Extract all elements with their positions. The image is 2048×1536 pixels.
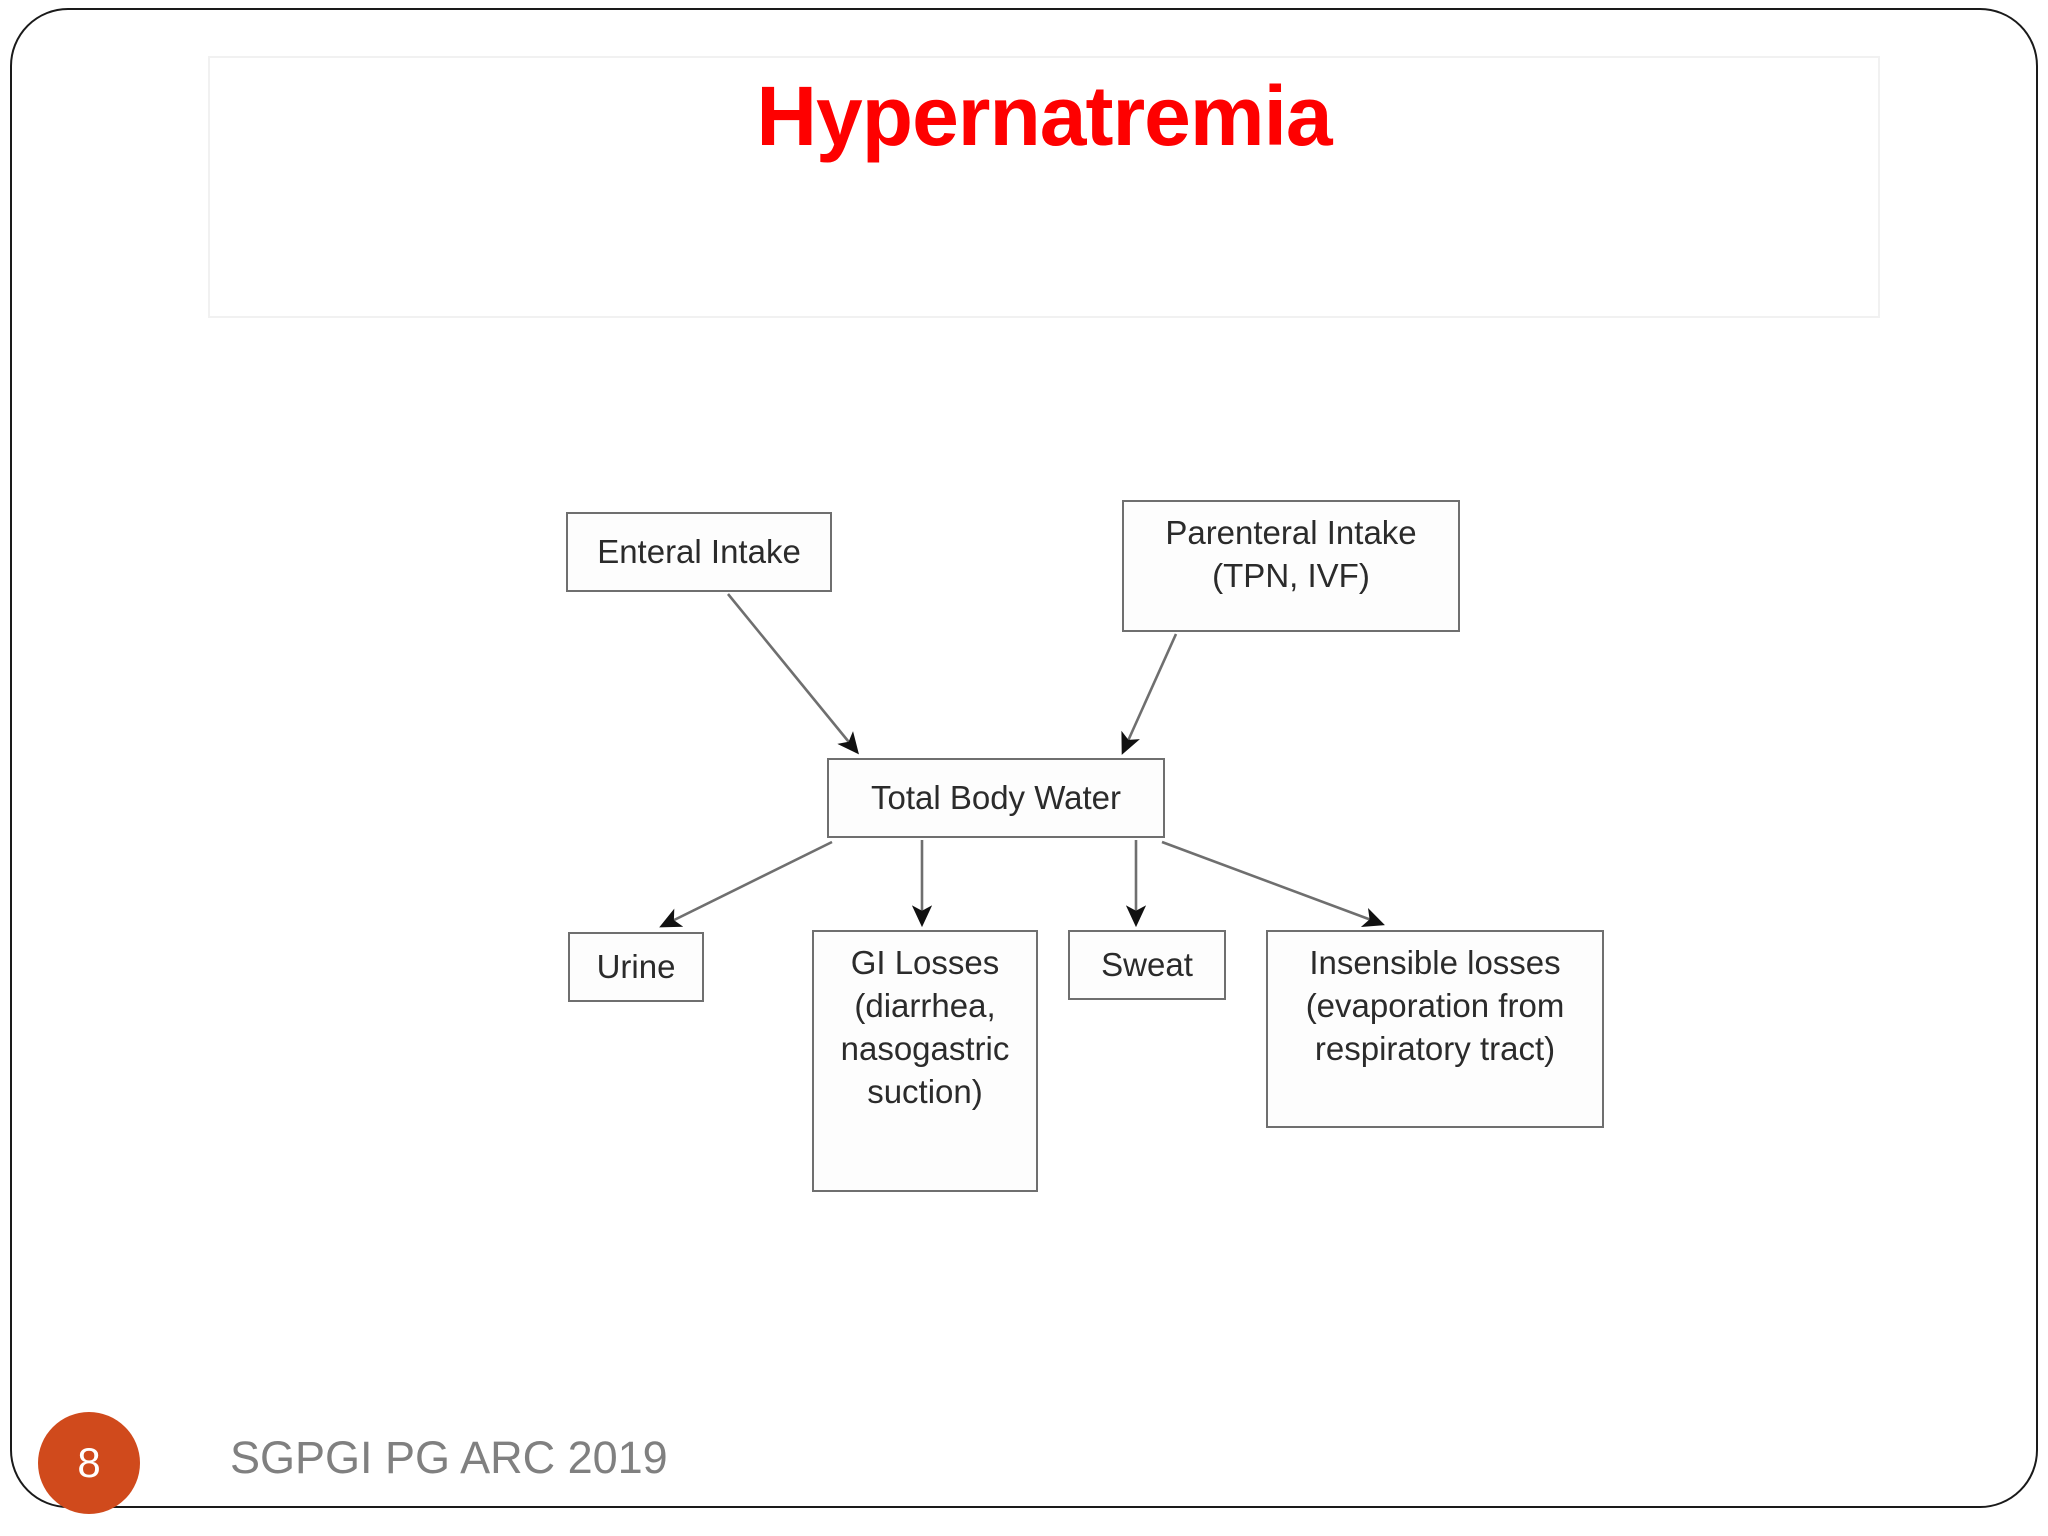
diagram-node-insensible-losses: Insensible losses (evaporation from resp… <box>1266 930 1604 1128</box>
diagram-node-sweat: Sweat <box>1068 930 1226 1000</box>
node-label-line-2: (diarrhea, <box>854 986 996 1024</box>
edge-tbw-to-urine <box>659 840 833 928</box>
node-label-line-3: nasogastric <box>840 1029 1010 1067</box>
edge-parenteral-to-tbw <box>1121 633 1178 755</box>
node-label-block: Parenteral Intake (TPN, IVF) <box>1165 512 1416 598</box>
diagram-node-gi-losses: GI Losses (diarrhea, nasogastric suction… <box>812 930 1038 1192</box>
diagram-node-parenteral-intake: Parenteral Intake (TPN, IVF) <box>1122 500 1460 632</box>
node-label-block: Insensible losses (evaporation from resp… <box>1306 942 1565 1071</box>
page-title: Hypernatremia <box>756 69 1332 163</box>
diagram-node-total-body-water: Total Body Water <box>827 758 1165 838</box>
node-label-line-1: Parenteral Intake <box>1165 514 1417 551</box>
node-label: Enteral Intake <box>597 532 801 570</box>
node-label: Sweat <box>1101 945 1193 983</box>
node-label: Total Body Water <box>870 778 1122 816</box>
node-label-line-2: (evaporation from <box>1305 986 1565 1024</box>
edge-enteral-to-tbw <box>726 593 859 755</box>
node-label: Urine <box>596 947 676 985</box>
node-label-line-4: suction) <box>867 1072 983 1110</box>
title-placeholder-box <box>208 56 1880 318</box>
node-label-line-3: respiratory tract) <box>1314 1029 1556 1067</box>
node-label-line-1: Insensible losses <box>1309 944 1561 981</box>
edge-tbw-to-insensible <box>1161 840 1385 927</box>
footer-credit: SGPGI PG ARC 2019 <box>230 1432 668 1483</box>
diagram-node-urine: Urine <box>568 932 704 1002</box>
node-label-line-1: GI Losses <box>850 944 1000 981</box>
node-label-block: GI Losses (diarrhea, nasogastric suction… <box>841 942 1010 1114</box>
diagram-node-enteral-intake: Enteral Intake <box>566 512 832 592</box>
node-label-line-2: (TPN, IVF) <box>1212 556 1370 594</box>
slide-number-badge: 8 <box>38 1412 140 1514</box>
